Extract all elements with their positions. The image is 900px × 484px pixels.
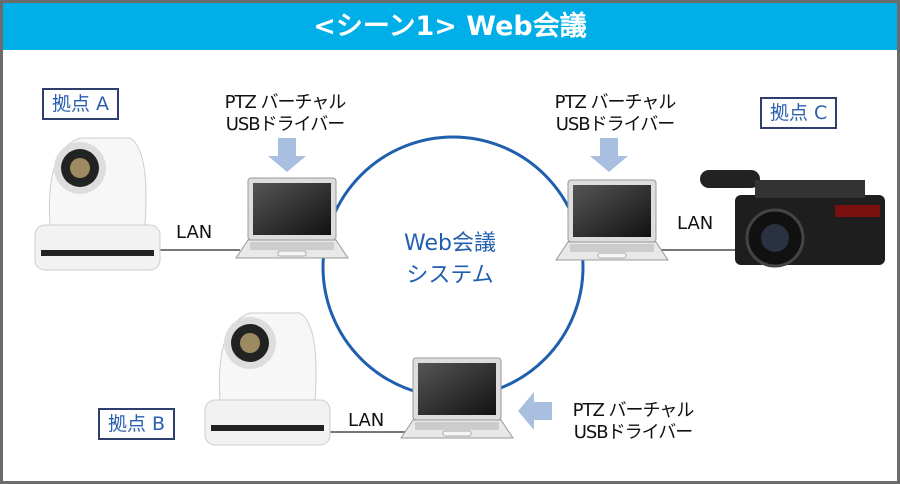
laptop-b-icon xyxy=(400,357,514,439)
web-conference-system-label: Web会議システム xyxy=(404,231,496,288)
arrow-left-b-icon xyxy=(518,392,552,430)
laptop-c-icon xyxy=(555,179,669,261)
camcorder-c-icon xyxy=(700,170,885,268)
site-c-label: 拠点 C xyxy=(760,97,838,129)
lan-label-a: LAN xyxy=(176,222,213,243)
page-title: <シーン1> Web会議 xyxy=(3,3,897,50)
arrow-down-a-icon xyxy=(268,138,306,172)
lan-label-b: LAN xyxy=(348,410,385,431)
ptz-camera-b-icon xyxy=(204,312,331,446)
arrow-down-c-icon xyxy=(590,138,628,172)
site-a-label: 拠点 A xyxy=(42,88,120,120)
site-b-label: 拠点 B xyxy=(98,408,176,440)
ptz-camera-a-icon xyxy=(34,137,161,271)
lan-label-c: LAN xyxy=(677,213,714,234)
laptop-a-icon xyxy=(235,177,349,259)
